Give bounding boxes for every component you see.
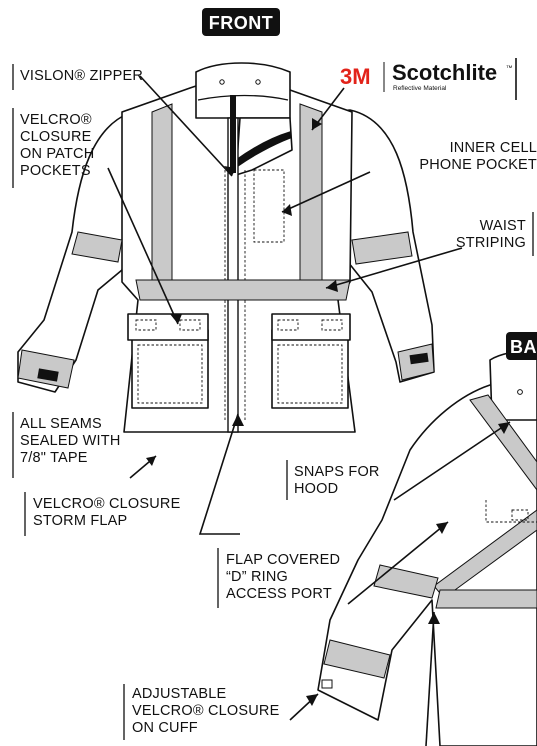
label-line: ON CUFF [132, 720, 198, 736]
label-line: SNAPS FOR [294, 464, 380, 480]
callout-vislon-zipper: VISLON® ZIPPER [12, 64, 143, 90]
label-line: STORM FLAP [33, 513, 127, 529]
arrow-vislon-zipper [139, 75, 233, 177]
label-line: VISLON® ZIPPER [20, 68, 143, 84]
scotchlite-logo: 3M Scotchlite ™ Reflective Material [340, 58, 517, 100]
label-line: INNER CELL [450, 140, 537, 156]
label-line: ADJUSTABLE [132, 686, 227, 702]
label-line: WAIST [480, 218, 526, 234]
label-line: CLOSURE [20, 129, 92, 145]
label-line: SEALED WITH [20, 433, 121, 449]
back-jacket [317, 349, 537, 746]
arrow-hood-snaps [393, 421, 511, 501]
arrowheads [146, 118, 510, 706]
label-line: 7/8" TAPE [20, 450, 88, 466]
label-line: STRIPING [456, 235, 526, 251]
label-line: VELCRO® CLOSURE [33, 496, 181, 512]
arrow-cell-pocket [281, 171, 371, 213]
brand-3m: 3M [340, 64, 371, 89]
front-header-text: FRONT [209, 13, 274, 33]
back-header: BA [506, 332, 537, 360]
back-header-text: BA [510, 337, 537, 357]
brand-tm: ™ [506, 65, 513, 72]
arrow-d-ring [347, 521, 449, 605]
label-line: VELCRO® [20, 112, 92, 128]
label-line: PHONE POCKET [419, 157, 537, 173]
brand-tagline: Reflective Material [393, 85, 447, 92]
label-line: ALL SEAMS [20, 416, 102, 432]
arrow-storm-flap [198, 413, 240, 535]
label-line: ON PATCH [20, 146, 94, 162]
label-line: “D” RING [226, 569, 288, 585]
label-line: FLAP COVERED [226, 552, 340, 568]
front-jacket [17, 62, 435, 433]
label-line: POCKETS [20, 163, 91, 179]
label-vislon-zipper: VISLON® ZIPPER [20, 68, 143, 84]
arrow-back-bottom [425, 611, 435, 746]
brand-name: Scotchlite [392, 60, 497, 85]
front-header: FRONT [202, 8, 280, 36]
arrow-waist [325, 247, 463, 289]
arrow-velcro-pockets [107, 167, 179, 325]
label-line: VELCRO® CLOSURE [132, 703, 280, 719]
label-line: ACCESS PORT [226, 586, 332, 602]
label-line: HOOD [294, 481, 338, 497]
